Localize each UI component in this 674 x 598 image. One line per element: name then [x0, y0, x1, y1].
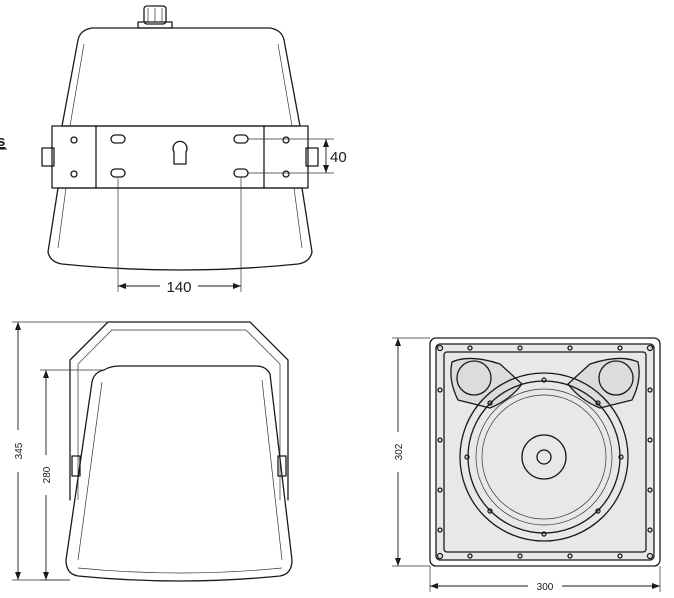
- dim-345: 345: [12, 321, 108, 581]
- top-view: 140 40: [41, 5, 347, 296]
- bracket-screw: [282, 170, 290, 178]
- mounting-slot: [233, 168, 249, 178]
- right-tweeter-horn: [568, 358, 640, 408]
- frame-screws: [436, 344, 654, 560]
- left-tweeter-horn: [450, 358, 522, 408]
- cable-gland: [137, 5, 173, 29]
- woofer-screws: [464, 377, 624, 537]
- dim-302: 302: [392, 337, 430, 567]
- left-knob: [41, 147, 55, 167]
- mounting-slot: [110, 168, 126, 178]
- left-tweeter: [456, 360, 492, 396]
- dim-40: 40: [248, 138, 347, 174]
- mounting-slot: [233, 134, 249, 144]
- mounting-slot: [110, 134, 126, 144]
- dim-label-300: 300: [537, 582, 554, 593]
- woofer-surround: [467, 380, 621, 534]
- dim-label-302: 302: [394, 443, 405, 460]
- edge-text-fragment: s: [0, 133, 5, 150]
- bracket-screw: [70, 170, 78, 178]
- front-baffle: [443, 351, 647, 553]
- dim-280: 280: [40, 369, 104, 581]
- side-view: 345 280: [12, 321, 293, 582]
- top-body-upper: [61, 27, 301, 127]
- woofer-dust-cap: [521, 434, 567, 480]
- right-tweeter: [598, 360, 634, 396]
- mounting-bracket: [51, 125, 309, 189]
- dim-140: 140: [117, 178, 242, 296]
- dim-label-140: 140: [166, 279, 191, 296]
- dim-label-40: 40: [330, 149, 347, 166]
- dim-label-345: 345: [14, 442, 25, 459]
- front-view: 302 300: [392, 337, 661, 593]
- dim-label-280: 280: [42, 466, 53, 483]
- bracket-screw: [282, 136, 290, 144]
- side-bracket-outer: [69, 321, 289, 501]
- keyhole-slot: [172, 140, 188, 165]
- side-bracket-inner: [77, 329, 281, 500]
- front-frame: [429, 337, 661, 567]
- right-knob: [305, 147, 319, 167]
- bracket-screw: [70, 136, 78, 144]
- dim-300: 300: [429, 566, 661, 593]
- top-body-lower: [47, 187, 313, 271]
- woofer-rim: [459, 372, 629, 542]
- side-body: [65, 365, 293, 582]
